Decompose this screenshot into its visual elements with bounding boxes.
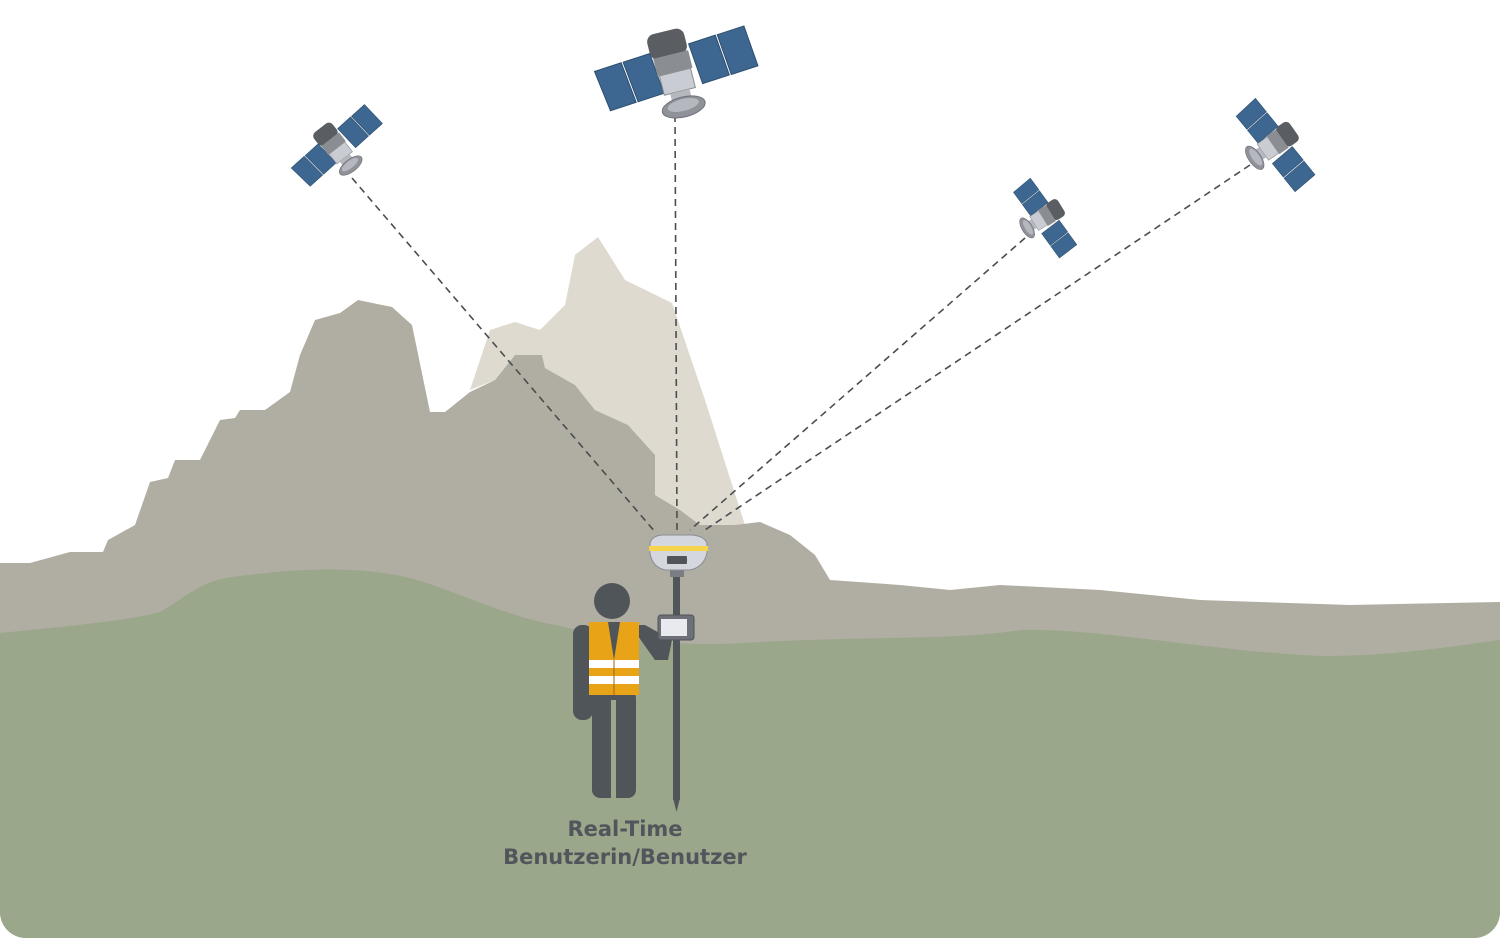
controller-device	[657, 614, 695, 641]
surveyor-icon	[573, 565, 680, 812]
ground	[0, 569, 1500, 938]
label-line2: Benutzerin/Benutzer	[503, 845, 747, 869]
signal-lines	[351, 114, 1251, 534]
label-line1: Real-Time	[567, 817, 682, 841]
gnss-receiver-icon	[649, 534, 708, 577]
